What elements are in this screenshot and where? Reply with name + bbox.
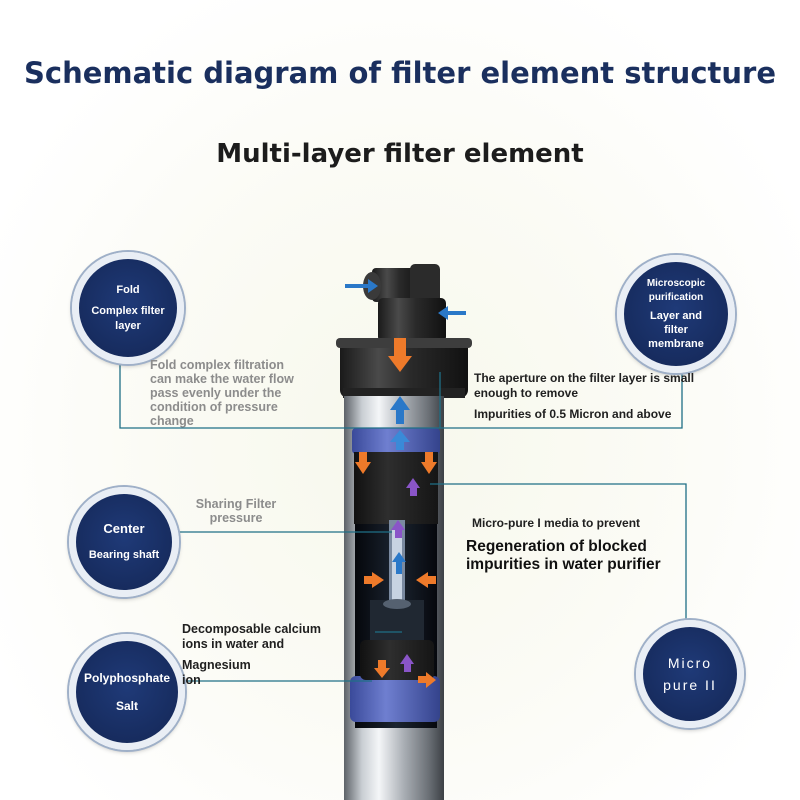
micro-pure-ii-badge: Micro pure II xyxy=(636,620,744,728)
poly-note-line: Decomposable calcium xyxy=(182,622,321,636)
micro-note-line: enough to remove xyxy=(474,386,579,400)
leader-lines xyxy=(119,364,687,682)
center-note-line: pressure xyxy=(209,511,263,525)
page-title: Schematic diagram of filter element stru… xyxy=(24,56,776,90)
center-note-line: Sharing Filter xyxy=(195,497,277,511)
micro-badge-line-3: Layer and xyxy=(650,310,702,322)
fold-note: Fold complex filtration can make the wat… xyxy=(150,358,320,428)
center-badge-line-1: Center xyxy=(103,521,145,536)
center-note: Sharing Filter pressure xyxy=(176,497,296,525)
poly-badge-line-2: Salt xyxy=(115,699,138,713)
poly-note-line: ion xyxy=(182,673,201,687)
fold-badge-line-2: Complex filter xyxy=(91,304,165,317)
micro-pure-badge-line-2: pure II xyxy=(663,677,717,693)
micro-note-line: The aperture on the filter layer is smal… xyxy=(474,371,695,385)
fold-note-line: condition of pressure xyxy=(150,400,278,414)
housing-cap xyxy=(336,338,472,398)
microscopic-purification-badge: Microscopic purification Layer and filte… xyxy=(617,255,735,373)
valve-head xyxy=(345,264,466,342)
micro-badge-line-2: purification xyxy=(648,292,704,303)
fold-filter-badge: Fold Complex filter layer xyxy=(72,252,184,364)
micro-note-2: Impurities of 0.5 Micron and above xyxy=(474,407,672,421)
poly-note-line: ions in water and xyxy=(182,637,285,651)
micro-badge-line-1: Microscopic xyxy=(646,278,706,289)
fold-note-line: Fold complex filtration xyxy=(150,358,285,372)
poly-badge-line-1: Polyphosphate xyxy=(83,671,170,685)
leader-fold xyxy=(119,364,683,429)
media-note-small: Micro-pure I media to prevent xyxy=(472,516,641,530)
micro-note: The aperture on the filter layer is smal… xyxy=(474,371,744,401)
poly-note-line: Magnesium xyxy=(182,658,251,672)
polyphosphate-badge: Polyphosphate Salt xyxy=(69,634,185,750)
poly-note: Decomposable calcium ions in water and M… xyxy=(182,622,352,688)
center-badge-line-2: Bearing shaft xyxy=(88,549,160,561)
page-subtitle: Multi-layer filter element xyxy=(216,139,584,169)
fold-badge-line-1: Fold xyxy=(116,283,140,296)
fold-badge-line-3: layer xyxy=(115,319,141,332)
media-note-line: impurities in water purifier xyxy=(466,556,661,573)
fold-note-line: change xyxy=(150,414,194,428)
micro-pure-badge-line-1: Micro xyxy=(667,655,713,671)
micro-badge-line-5: membrane xyxy=(648,338,704,350)
center-shaft-badge: Center Bearing shaft xyxy=(69,487,179,597)
micro-badge-line-4: filter xyxy=(664,324,688,336)
flow-arrows xyxy=(355,396,437,688)
fold-note-line: can make the water flow xyxy=(150,372,294,386)
media-note-line: Regeneration of blocked xyxy=(466,538,647,555)
leader-media xyxy=(430,483,687,620)
media-note-big: Regeneration of blocked impurities in wa… xyxy=(466,538,766,574)
fold-note-line: pass evenly under the xyxy=(150,386,282,400)
